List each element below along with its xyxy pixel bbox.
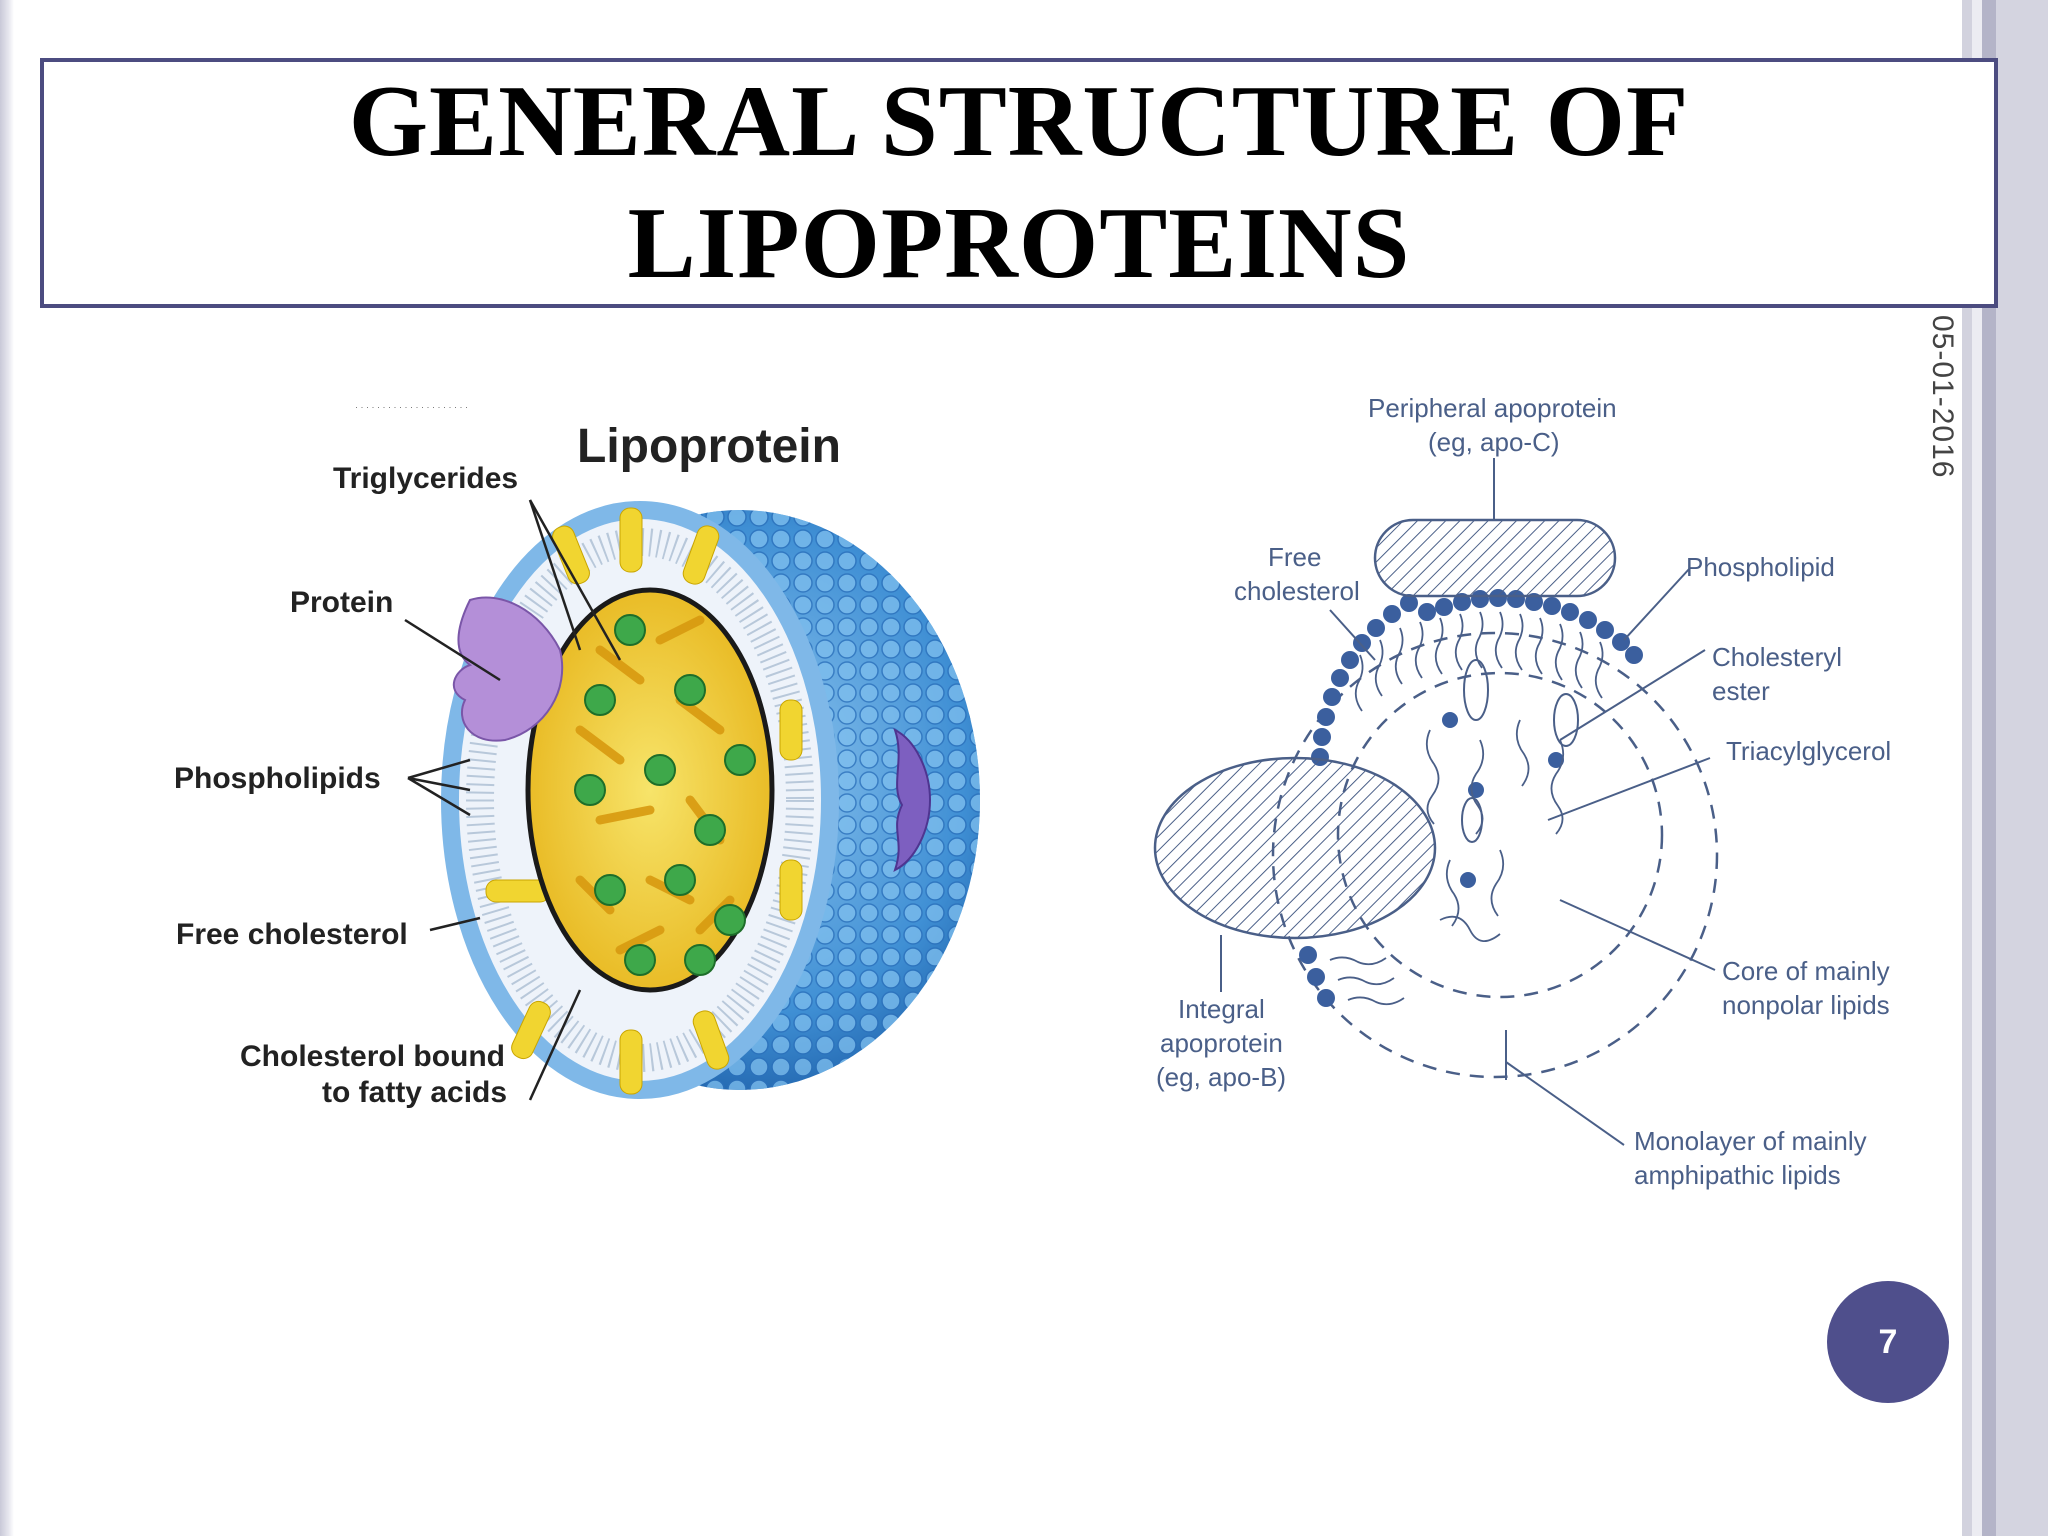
label-phospholipids: Phospholipids	[174, 762, 381, 795]
title-line-1: GENERAL STRUCTURE OF	[348, 65, 1690, 178]
slide-date: 05-01-2016	[1926, 315, 1959, 479]
label-free-cholesterol: Free cholesterol	[176, 918, 408, 951]
lipoprotein-copyright-note: · · · · · · · · · · · · · · · · · · · · …	[355, 402, 468, 412]
page-number-badge: 7	[1827, 1281, 1949, 1403]
cholesterol-rings	[1461, 659, 1579, 843]
label-phospholipid: Phospholipid	[1686, 552, 1835, 582]
label-monolayer-2: amphipathic lipids	[1634, 1160, 1841, 1190]
lipoprotein-schematic: Peripheral apoprotein (eg, apo-C) Free c…	[1153, 393, 1891, 1190]
label-cholesterol-bound-2: to fatty acids	[322, 1076, 507, 1109]
right-rail-outer	[1996, 0, 2048, 1536]
label-protein: Protein	[290, 586, 393, 619]
title-box: GENERAL STRUCTURE OF LIPOPROTEINS	[40, 58, 1998, 308]
label-free: Free	[1268, 542, 1321, 572]
title-line-2: LIPOPROTEINS	[627, 187, 1411, 300]
slide-left-edge	[0, 0, 14, 1536]
label-apoprotein: apoprotein	[1160, 1028, 1283, 1058]
label-peripheral-example: (eg, apo-C)	[1428, 427, 1560, 457]
label-cholesteryl: Cholesteryl	[1712, 642, 1842, 672]
protein-shape-right	[893, 728, 932, 872]
label-triglycerides: Triglycerides	[333, 462, 518, 495]
peripheral-apoprotein	[1373, 518, 1617, 598]
left-leader-lines	[404, 499, 622, 1101]
label-core-1: Core of mainly	[1722, 956, 1890, 986]
lipid-core	[525, 587, 775, 993]
label-integral-example: (eg, apo-B)	[1156, 1062, 1286, 1092]
label-cholesterol-bound-1: Cholesterol bound	[240, 1040, 505, 1073]
label-integral: Integral	[1178, 994, 1265, 1024]
lipoprotein-illustration: · · · · · · · · · · · · · · · · · · · · …	[174, 402, 980, 1109]
right-rail-dark	[1982, 0, 1996, 1536]
right-rail-light	[1972, 0, 1982, 1536]
label-triacylglycerol: Triacylglycerol	[1726, 736, 1891, 766]
integral-apoprotein	[1153, 756, 1437, 940]
right-leader-lines	[1220, 458, 1716, 1146]
label-cholesterol: cholesterol	[1234, 576, 1360, 606]
label-monolayer-1: Monolayer of mainly	[1634, 1126, 1867, 1156]
page-number: 7	[1878, 1322, 1898, 1361]
slide-title: GENERAL STRUCTURE OF LIPOPROTEINS	[349, 61, 1690, 305]
right-rail	[1962, 0, 1972, 1536]
label-ester: ester	[1712, 676, 1770, 706]
label-core-2: nonpolar lipids	[1722, 990, 1890, 1020]
lipoprotein-title: Lipoprotein	[577, 420, 841, 473]
label-peripheral-apoprotein: Peripheral apoprotein	[1368, 393, 1617, 423]
protein-shape-left	[452, 596, 564, 742]
phospholipid-heads	[1299, 589, 1643, 1007]
